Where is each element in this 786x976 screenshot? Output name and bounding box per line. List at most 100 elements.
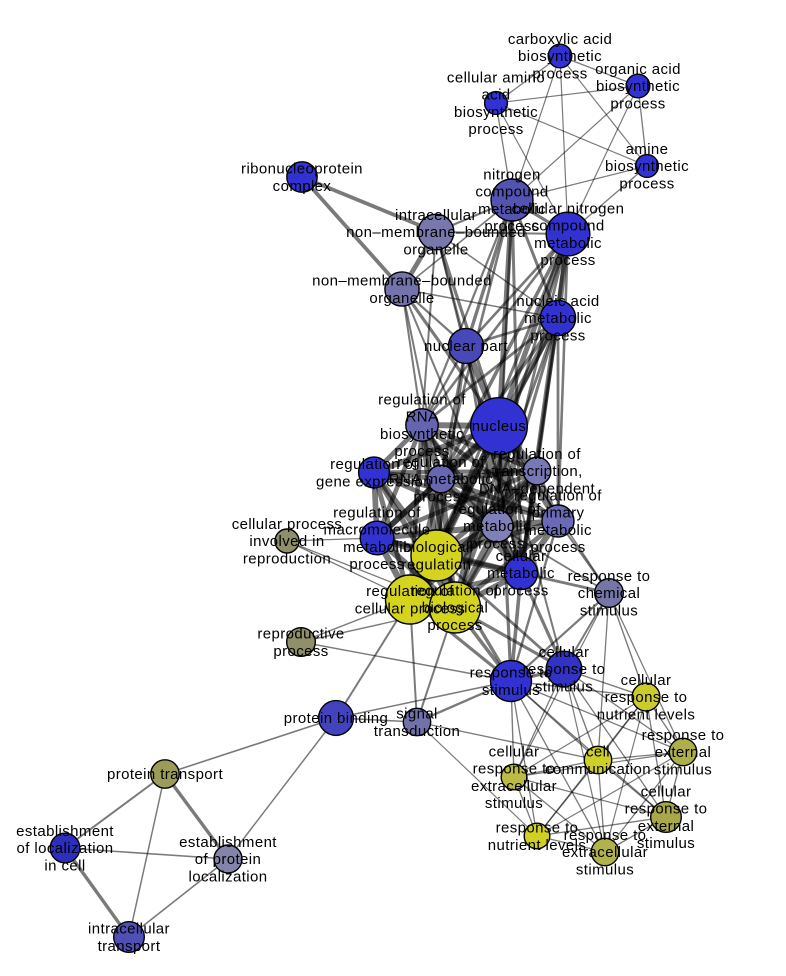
svg-text:process: process [273,643,328,660]
svg-text:communication: communication [545,761,651,778]
svg-text:cellular: cellular [539,644,590,661]
svg-text:reproduction: reproduction [243,550,331,567]
svg-text:biosynthetic: biosynthetic [380,426,464,443]
svg-text:response to: response to [625,801,708,818]
svg-text:stimulus: stimulus [576,861,634,878]
svg-text:cellular process: cellular process [232,516,343,533]
svg-text:regulation of: regulation of [411,583,499,600]
svg-text:external: external [638,818,695,835]
svg-text:cellular process: cellular process [355,600,466,617]
svg-text:process: process [493,582,548,599]
svg-text:intracellular: intracellular [88,921,170,938]
svg-text:process: process [469,535,524,552]
svg-text:regulation of: regulation of [366,583,454,600]
svg-text:regulation of: regulation of [378,391,466,408]
svg-text:protein binding: protein binding [284,710,388,727]
svg-text:nitrogen: nitrogen [483,166,540,183]
svg-text:non–membrane–bounded: non–membrane–bounded [312,273,492,290]
svg-text:extracellular: extracellular [471,778,557,795]
svg-text:process: process [468,121,523,138]
svg-text:non–membrane–bounded: non–membrane–bounded [346,224,526,241]
svg-text:establishment: establishment [179,834,277,851]
svg-text:transcription,: transcription, [491,463,582,480]
svg-text:gene expression: gene expression [316,473,432,490]
svg-text:cellular nitrogen: cellular nitrogen [512,200,625,217]
svg-text:establishment: establishment [16,823,114,840]
svg-text:protein transport: protein transport [107,766,223,783]
svg-text:cellular: cellular [641,783,692,800]
svg-text:response to: response to [605,689,688,706]
svg-text:regulation of: regulation of [330,456,418,473]
svg-text:nucleus: nucleus [472,418,527,435]
svg-text:ribonucleoprotein: ribonucleoprotein [241,161,363,178]
svg-text:metabolic: metabolic [524,522,592,539]
svg-text:stimulus: stimulus [485,795,543,812]
svg-text:response to: response to [642,727,725,744]
svg-text:of protein: of protein [195,851,262,868]
svg-text:biological: biological [403,539,470,556]
svg-text:regulation of: regulation of [397,454,485,471]
svg-text:metabolic: metabolic [478,201,546,218]
svg-text:primary: primary [532,505,585,522]
svg-text:acid: acid [481,87,510,104]
svg-text:biosynthetic: biosynthetic [605,158,689,175]
svg-text:external: external [655,744,712,761]
svg-text:complex: complex [273,178,332,195]
svg-text:nucleic acid: nucleic acid [516,293,599,310]
svg-text:amine: amine [626,141,669,158]
svg-text:compound: compound [531,218,604,235]
svg-text:process: process [484,218,539,235]
svg-text:macromolecule: macromolecule [324,522,431,539]
svg-text:nuclear part: nuclear part [424,338,508,355]
svg-text:biosynthetic: biosynthetic [518,48,602,65]
svg-text:organelle: organelle [403,241,468,258]
svg-text:regulation of: regulation of [333,504,421,521]
svg-text:extracellular: extracellular [562,844,648,861]
svg-text:regulation of: regulation of [453,501,541,518]
svg-text:process: process [413,488,468,505]
svg-text:response to: response to [564,827,647,844]
svg-text:response to: response to [568,568,651,585]
svg-text:reproductive: reproductive [257,626,344,643]
svg-text:process: process [610,95,665,112]
svg-text:metabolic: metabolic [524,310,592,327]
svg-text:RNA: RNA [406,409,439,426]
svg-text:stimulus: stimulus [482,682,540,699]
svg-text:DNA–dependent: DNA–dependent [479,480,596,497]
svg-text:organelle: organelle [369,290,434,307]
svg-text:metabolic: metabolic [487,565,555,582]
svg-text:biosynthetic: biosynthetic [454,104,538,121]
svg-text:process: process [619,175,674,192]
svg-text:process: process [530,539,585,556]
svg-text:metabolic: metabolic [343,539,411,556]
svg-text:metabolic: metabolic [534,235,602,252]
svg-text:process: process [394,443,449,460]
svg-text:nutrient levels: nutrient levels [597,706,696,723]
svg-text:intracellular: intracellular [395,207,477,224]
svg-text:of localization: of localization [17,840,114,857]
svg-text:compound: compound [475,184,548,201]
svg-text:signal: signal [396,706,438,723]
svg-text:regulation: regulation [402,556,472,573]
svg-text:nutrient levels: nutrient levels [488,837,587,854]
svg-text:regulation of: regulation of [493,446,581,463]
svg-text:chemical: chemical [578,585,640,602]
svg-text:cell: cell [586,744,610,761]
svg-text:cellular: cellular [489,743,540,760]
svg-text:transduction: transduction [374,723,461,740]
svg-text:response to: response to [473,761,556,778]
svg-text:response to: response to [470,665,553,682]
svg-text:transport: transport [98,938,161,955]
svg-text:RNA metabolic: RNA metabolic [389,471,494,488]
svg-text:stimulus: stimulus [580,602,638,619]
svg-text:process: process [530,327,585,344]
svg-text:process: process [427,617,482,634]
svg-text:response to: response to [523,661,606,678]
svg-text:cellular: cellular [621,672,672,689]
svg-text:stimulus: stimulus [654,761,712,778]
svg-text:response to: response to [496,820,579,837]
svg-text:cellular amino: cellular amino [447,69,545,86]
svg-text:involved in: involved in [249,533,324,550]
svg-text:in cell: in cell [44,857,85,874]
svg-text:regulation of: regulation of [514,487,602,504]
